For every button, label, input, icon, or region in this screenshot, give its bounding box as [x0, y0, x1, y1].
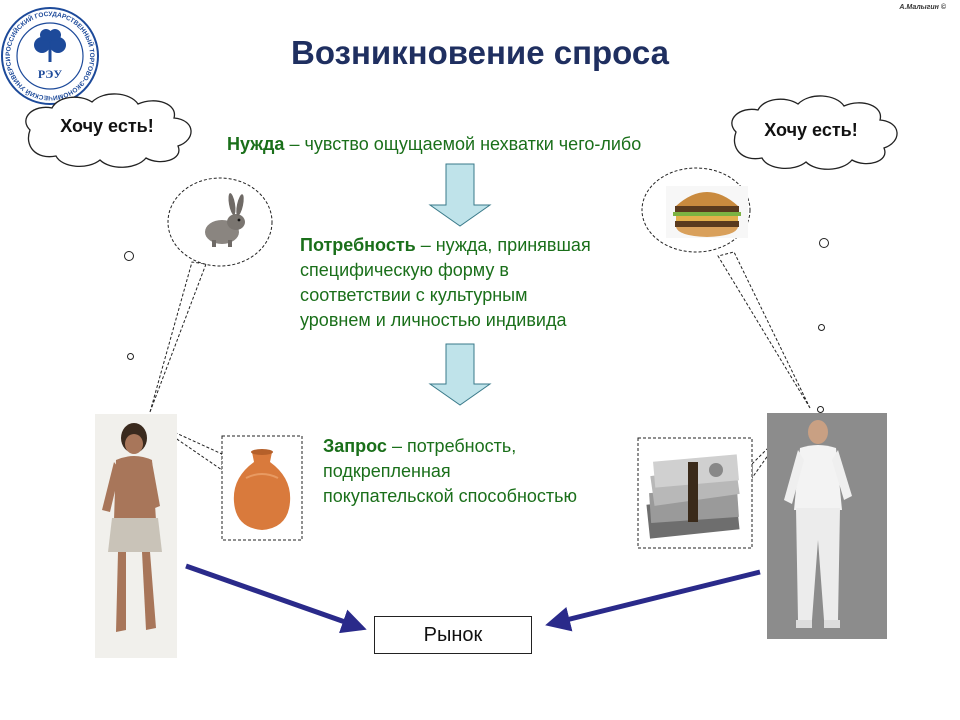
want-text-2: специфическую форму в: [300, 260, 509, 280]
bullet-dot: [819, 238, 829, 248]
demand-definition: Запрос – потребность, подкрепленная поку…: [323, 434, 577, 509]
need-text: – чувство ощущаемой нехватки чего-либо: [284, 134, 642, 154]
market-label: Рынок: [423, 623, 483, 646]
rabbit-thought-bubble: [149, 177, 273, 413]
down-arrow-2: [428, 343, 492, 406]
bullet-dot: [818, 324, 825, 331]
modern-man-figure: [767, 413, 887, 639]
need-term: Нужда: [227, 134, 285, 154]
right-market-arrow: [545, 569, 761, 632]
rabbit-icon: [205, 193, 245, 247]
right-thought-cloud: [731, 95, 898, 170]
market-box: Рынок: [374, 616, 532, 654]
left-market-arrow: [185, 563, 367, 634]
clay-jug-icon: [233, 449, 291, 530]
left-thought-cloud: [25, 93, 192, 168]
need-definition: Нужда – чувство ощущаемой нехватки чего-…: [227, 132, 641, 157]
bullet-dot: [817, 406, 824, 413]
down-arrow-1: [428, 163, 492, 227]
want-text-3: соответствии с культурным: [300, 285, 528, 305]
left-cloud-text: Хочу есть!: [60, 116, 154, 136]
author-credit: А.Малыгин ©: [899, 4, 946, 11]
university-logo: РОССИЙСКИЙ ГОСУДАРСТВЕННЫЙ ТОРГОВО-ЭКОНО…: [0, 0, 100, 112]
demand-text-2: подкрепленная: [323, 461, 451, 481]
want-definition: Потребность – нужда, принявшая специфиче…: [300, 233, 591, 333]
money-stack-icon: [646, 454, 740, 539]
demand-term: Запрос: [323, 436, 387, 456]
caveman-figure: [95, 414, 177, 658]
want-text-1: – нужда, принявшая: [415, 235, 591, 255]
demand-text-3: покупательской способностью: [323, 486, 578, 506]
logo-letters: РЭУ: [38, 67, 62, 81]
right-cloud-text: Хочу есть!: [764, 120, 858, 140]
bullet-dot: [127, 353, 134, 360]
demand-text-1: – потребность,: [386, 436, 517, 456]
bullet-dot: [124, 251, 134, 261]
want-term: Потребность: [300, 235, 416, 255]
want-text-4: уровнем и личностью индивида: [300, 310, 567, 330]
burger-icon: [666, 186, 748, 238]
page-title: Возникновение спроса: [290, 34, 669, 71]
